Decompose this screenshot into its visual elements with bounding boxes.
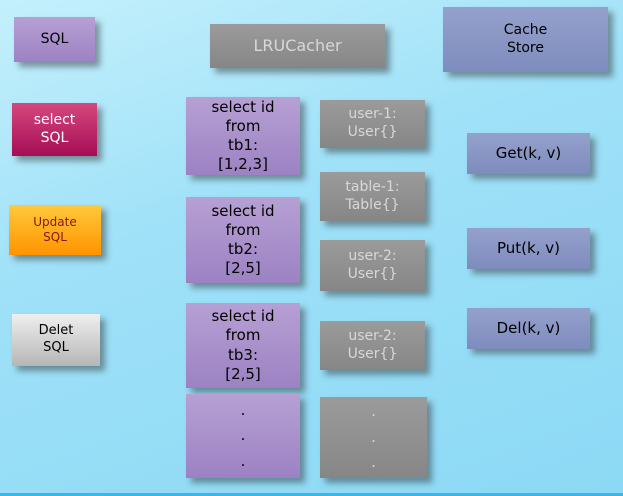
entry-line: user-2: — [348, 247, 397, 264]
cache-entry-user2b: user-2: User{} — [320, 321, 425, 370]
query-box-tb3: select id from tb3: [2,5] — [186, 303, 300, 388]
entry-line: Table{} — [345, 196, 400, 213]
update-sql-line1: Update — [33, 214, 77, 229]
sql-label: SQL — [40, 30, 69, 47]
entry-ellipsis-box: . . . — [320, 397, 427, 478]
ellipsis-dot: . — [240, 400, 246, 419]
query-line: select id — [211, 307, 275, 326]
ellipsis-dot: . — [371, 453, 376, 472]
cache-store-line2: Store — [506, 39, 544, 56]
query-box-tb2: select id from tb2: [2,5] — [186, 197, 300, 283]
cache-entry-user2: user-2: User{} — [320, 240, 425, 291]
ellipsis-dot: . — [240, 426, 246, 445]
entry-line: User{} — [347, 124, 398, 140]
del-operation-box: Del(k, v) — [467, 308, 590, 349]
query-line: from — [225, 220, 261, 239]
get-operation-box: Get(k, v) — [467, 133, 590, 174]
query-line: tb2: — [228, 240, 258, 258]
query-line: tb3: — [228, 345, 258, 364]
update-sql-box: Update SQL — [9, 205, 101, 255]
query-line: from — [225, 116, 261, 135]
select-sql-line2: SQL — [40, 129, 69, 146]
ellipsis-dot: . — [371, 402, 376, 421]
select-sql-line1: select — [33, 111, 76, 128]
sql-box: SQL — [14, 17, 95, 62]
bottom-border — [0, 493, 623, 496]
lrucacher-title: LRUCacher — [253, 35, 342, 55]
del-operation-label: Del(k, v) — [496, 318, 561, 337]
query-line: [1,2,3] — [218, 155, 268, 174]
ellipsis-dot: . — [240, 451, 246, 470]
query-line: select id — [211, 97, 275, 116]
query-line: from — [225, 326, 261, 345]
cache-store-box: Cache Store — [443, 7, 608, 72]
put-operation-label: Put(k, v) — [497, 238, 560, 257]
query-line: select id — [211, 201, 275, 220]
cache-entry-user1: user-1: User{} — [320, 100, 425, 148]
entry-line: User{} — [347, 345, 398, 362]
cache-entry-table1: table-1: Table{} — [320, 172, 425, 221]
delete-sql-line1: Delet — [38, 323, 74, 339]
entry-line: User{} — [347, 265, 398, 282]
delete-sql-box: Delet SQL — [12, 314, 100, 366]
get-operation-label: Get(k, v) — [495, 143, 562, 162]
entry-line: user-2: — [348, 327, 397, 344]
query-line: tb1: — [228, 136, 258, 154]
update-sql-line2: SQL — [43, 230, 67, 244]
query-box-tb1: select id from tb1: [1,2,3] — [186, 97, 300, 175]
delete-sql-line2: SQL — [43, 340, 69, 355]
ellipsis-dot: . — [371, 427, 376, 446]
query-line: [2,5] — [225, 259, 261, 278]
put-operation-box: Put(k, v) — [467, 228, 590, 269]
lrucacher-box: LRUCacher — [210, 24, 385, 68]
entry-line: table-1: — [345, 178, 400, 195]
select-sql-box: select SQL — [12, 103, 97, 156]
query-line: [2,5] — [225, 364, 261, 383]
query-ellipsis-box: . . . — [186, 394, 300, 478]
cache-store-line1: Cache — [503, 21, 548, 38]
entry-line: user-1: — [348, 106, 397, 123]
